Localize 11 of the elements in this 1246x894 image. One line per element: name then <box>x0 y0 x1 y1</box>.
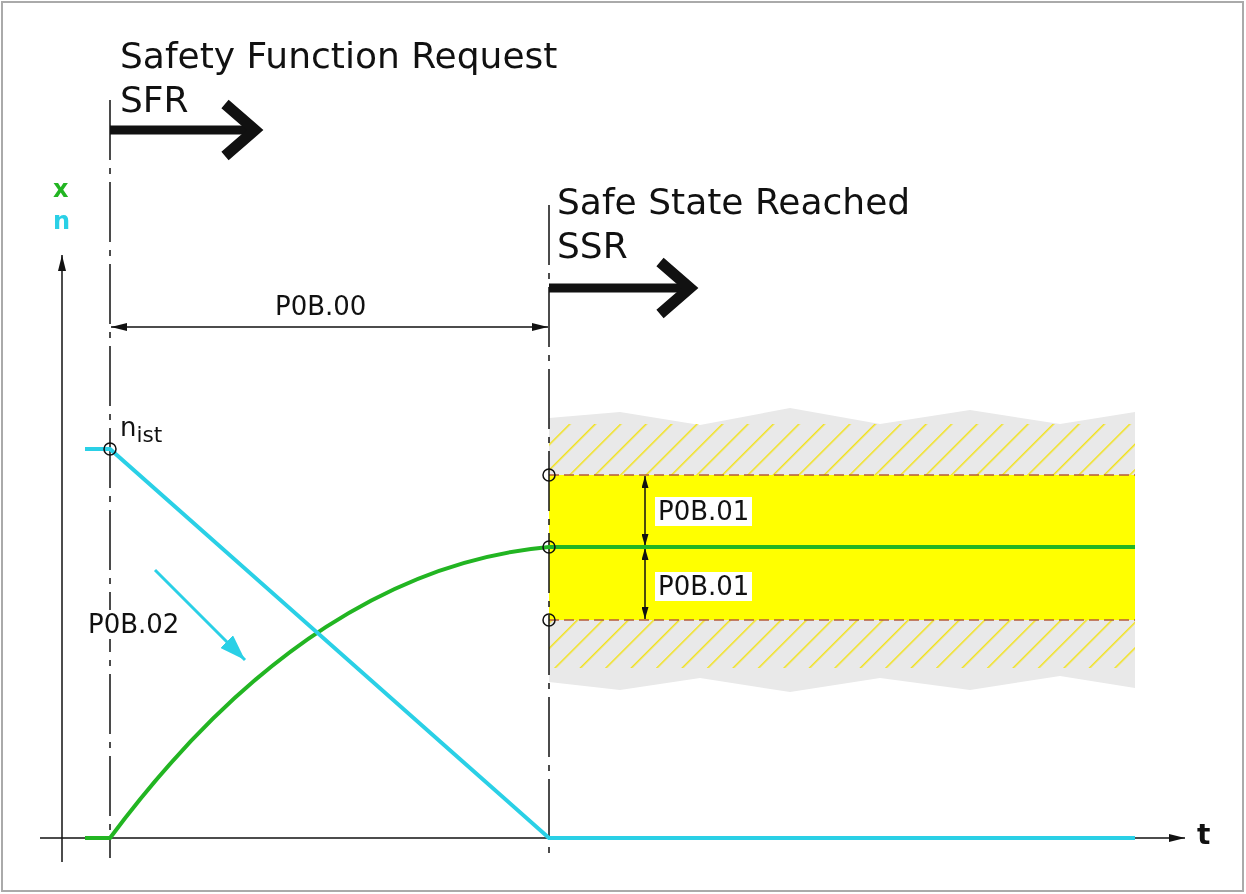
dimension-label: P0B.01 <box>655 497 753 526</box>
dimension-label: P0B.01 <box>655 572 753 601</box>
axis-label: t <box>1197 820 1211 851</box>
dimension-label: P0B.00 <box>275 292 367 321</box>
heading-text: Safety Function Request <box>120 36 558 76</box>
heading-text: Safe State Reached <box>557 182 911 222</box>
point-label: n$_{ist}$ <box>120 413 163 447</box>
axis-label: x <box>53 176 69 203</box>
abbreviation-text: SSR <box>557 226 628 266</box>
axis-label: n <box>53 208 71 235</box>
abbreviation-text: SFR <box>120 80 189 120</box>
